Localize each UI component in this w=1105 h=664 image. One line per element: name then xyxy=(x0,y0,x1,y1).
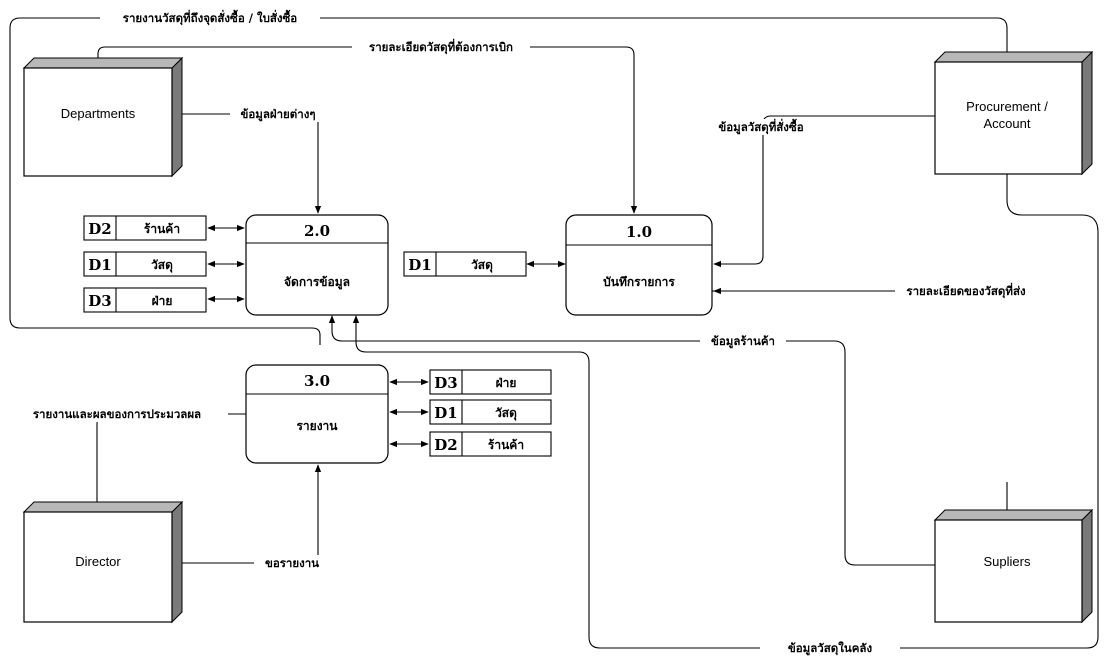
flow-line-department-data xyxy=(172,114,318,213)
datastore-d2-right-id: D2 xyxy=(434,436,457,454)
datastore-d1-id: D1 xyxy=(88,256,111,274)
entity-procurement-label-line2: Account xyxy=(984,116,1031,131)
process-3-0: 3.0 รายงาน xyxy=(246,365,388,463)
datastore-d2-name: ร้านค้า xyxy=(144,222,180,236)
datastore-d1-right-name: วัสดุ xyxy=(495,406,517,421)
datastore-d3-right-id: D3 xyxy=(434,374,457,392)
entity-procurement-label-line1: Procurement / xyxy=(966,99,1048,114)
flow-label-requisition-detail: รายละเอียดวัสดุที่ต้องการเบิก xyxy=(369,38,513,55)
flow-line-ordered-material xyxy=(714,116,935,264)
process-2-0: 2.0 จัดการข้อมูล xyxy=(246,215,388,315)
flow-label-ordered-material: ข้อมูลวัสดุที่สั่งซื้อ xyxy=(718,118,803,135)
flow-label-stock-data: ข้อมูลวัสดุในคลัง xyxy=(788,641,873,656)
datastore-d1-name: วัสดุ xyxy=(151,258,173,273)
entity-departments-label: Departments xyxy=(61,106,136,121)
datastore-d3-left: D3 ฝ่าย xyxy=(84,288,206,312)
entity-procurement-account: Procurement / Account xyxy=(935,52,1092,174)
datastore-d1-middle-id: D1 xyxy=(408,256,431,274)
flow-label-delivered-material: รายละเอียดของวัสดุที่ส่ง xyxy=(906,282,1026,299)
flow-line-store-data xyxy=(332,316,935,565)
datastore-d2-left: D2 ร้านค้า xyxy=(84,216,206,240)
process-1-0: 1.0 บันทึกรายการ xyxy=(566,215,712,315)
flow-label-store-data-group: ข้อมูลร้านค้า xyxy=(700,333,786,349)
datastore-d2-id: D2 xyxy=(88,220,111,238)
flow-label-request-report-group: ขอรายงาน xyxy=(254,555,330,571)
datastore-d3-right-name: ฝ่าย xyxy=(496,376,517,390)
datastore-d1-left: D1 วัสดุ xyxy=(84,252,206,276)
datastore-d1-middle: D1 วัสดุ xyxy=(404,252,526,276)
process-2-0-id: 2.0 xyxy=(304,222,330,240)
datastore-d3-name: ฝ่าย xyxy=(152,294,173,308)
flow-label-report-orders: รายงานวัสดุที่ถึงจุดสั่งซื้อ / ใบสั่งซื้… xyxy=(123,9,298,26)
flow-label-report-results: รายงานและผลของการประมวลผล xyxy=(33,407,201,421)
entity-departments: Departments xyxy=(24,58,182,176)
flow-label-stock-data-group: ข้อมูลวัสดุในคลัง xyxy=(760,640,900,656)
flow-label-delivered-material-group: รายละเอียดของวัสดุที่ส่ง xyxy=(895,282,1037,299)
flow-label-department-data: ข้อมูลฝ่ายต่างๆ xyxy=(240,107,315,122)
flow-label-department-data-group: ข้อมูลฝ่ายต่างๆ xyxy=(230,106,326,122)
process-3-0-name: รายงาน xyxy=(296,419,338,433)
process-2-0-name: จัดการข้อมูล xyxy=(284,275,350,290)
flow-label-store-data: ข้อมูลร้านค้า xyxy=(711,334,775,349)
datastore-d2-right-name: ร้านค้า xyxy=(488,438,524,452)
datastore-d1-right: D1 วัสดุ xyxy=(430,400,551,424)
datastore-d1-middle-name: วัสดุ xyxy=(471,258,493,273)
datastore-d3-right: D3 ฝ่าย xyxy=(430,370,551,394)
process-1-0-id: 1.0 xyxy=(626,223,652,241)
process-3-0-id: 3.0 xyxy=(304,372,330,390)
entity-director: Director xyxy=(24,502,182,622)
entity-suppliers-label: Supliers xyxy=(984,554,1031,569)
flow-label-ordered-material-group: ข้อมูลวัสดุที่สั่งซื้อ xyxy=(704,118,818,135)
process-1-0-name: บันทึกรายการ xyxy=(603,275,675,289)
entity-director-label: Director xyxy=(75,554,121,569)
datastore-d2-right: D2 ร้านค้า xyxy=(430,432,551,456)
datastore-d1-right-id: D1 xyxy=(434,404,457,422)
flow-label-report-orders-group: รายงานวัสดุที่ถึงจุดสั่งซื้อ / ใบสั่งซื้… xyxy=(100,9,320,26)
flow-label-report-results-group: รายงานและผลของการประมวลผล xyxy=(6,406,228,422)
flow-label-requisition-detail-group: รายละเอียดวัสดุที่ต้องการเบิก xyxy=(352,38,530,55)
flow-line-report-results xyxy=(97,414,246,512)
flow-label-request-report: ขอรายงาน xyxy=(265,556,319,570)
flow-line-request-report xyxy=(172,465,318,563)
entity-suppliers: Supliers xyxy=(935,510,1092,622)
datastore-d3-id: D3 xyxy=(88,292,111,310)
